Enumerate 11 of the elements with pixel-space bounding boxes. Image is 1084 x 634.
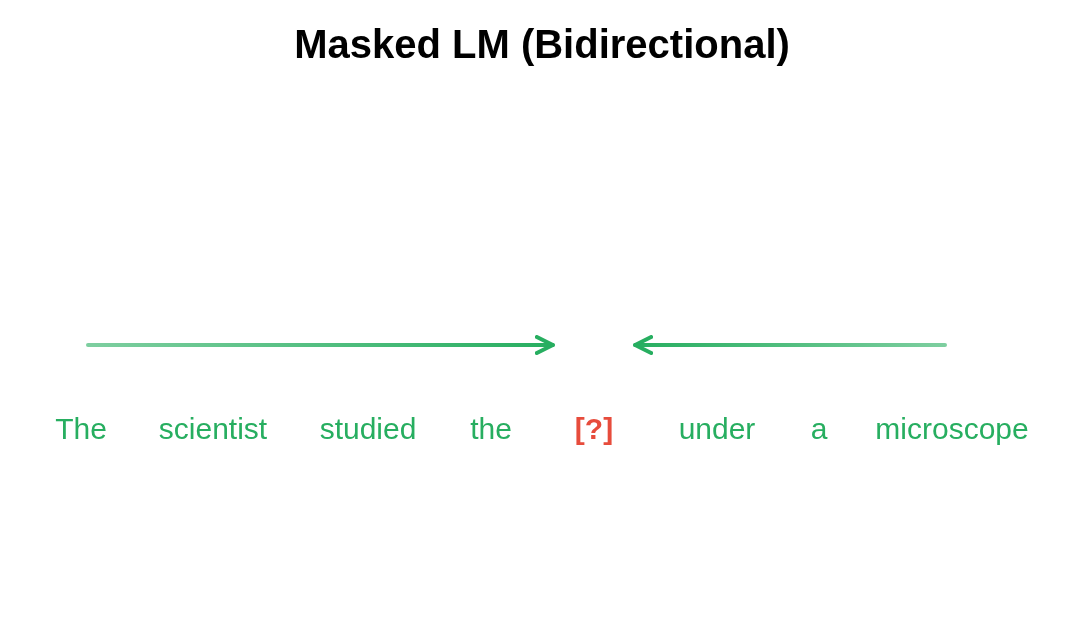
word-token: studied <box>319 410 417 448</box>
word-token: a <box>810 410 828 448</box>
word-token: microscope <box>875 410 1029 448</box>
arrow <box>633 335 947 355</box>
word-token: under <box>678 410 756 448</box>
masked-token: [?] <box>574 410 614 448</box>
word-token: scientist <box>158 410 268 448</box>
word-token: The <box>55 410 107 448</box>
arrow <box>86 335 555 355</box>
diagram-title: Masked LM (Bidirectional) <box>293 22 791 67</box>
word-token: the <box>470 410 512 448</box>
